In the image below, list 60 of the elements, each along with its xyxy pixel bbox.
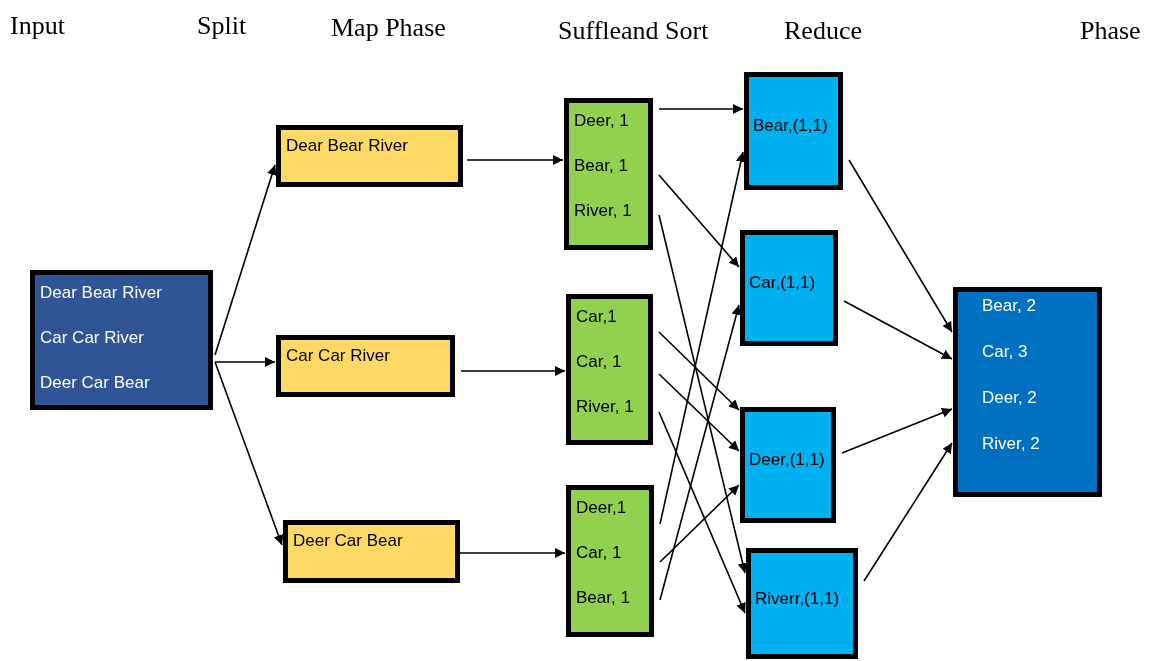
phase-heading: Split: [197, 10, 247, 42]
arrow: [214, 164, 277, 356]
box-text: Deer,(1,1): [749, 450, 826, 470]
arrow: [466, 155, 564, 165]
arrow: [659, 151, 746, 525]
box-text: Bear, 1: [574, 156, 629, 176]
arrow: [658, 174, 740, 268]
process-box: [744, 72, 843, 190]
arrow: [658, 214, 748, 574]
phase-heading: Map Phase: [331, 12, 446, 44]
box-text: Bear, 1: [576, 588, 631, 608]
arrow: [659, 484, 740, 563]
process-box: [740, 407, 836, 523]
box-text: Riverr,(1,1): [755, 588, 841, 609]
box-text: Car, 1: [576, 352, 623, 372]
arrow: [659, 304, 742, 601]
process-box: [564, 98, 653, 250]
phase-heading: Input: [10, 10, 65, 42]
arrow: [214, 357, 276, 367]
arrow: [843, 300, 953, 360]
arrow: [658, 331, 740, 411]
arrow: [863, 442, 953, 582]
arrow: [658, 411, 746, 614]
box-text: Car,(1,1): [749, 273, 817, 293]
box-text: River, 1: [576, 397, 635, 417]
box-text: Car, 1: [576, 543, 623, 563]
process-box: [283, 520, 460, 583]
box-text: Deer, 1: [574, 111, 630, 131]
arrow: [459, 548, 566, 558]
box-text: Car Car River: [40, 328, 145, 348]
arrow: [658, 104, 744, 114]
process-box: [276, 125, 463, 187]
process-box: [566, 485, 654, 637]
box-text: Dear Bear River: [40, 283, 163, 303]
box-text: Bear, 2: [982, 296, 1037, 316]
box-text: Dear Bear River: [286, 136, 409, 156]
box-text: Car, 3: [982, 342, 1029, 362]
process-box: [566, 294, 653, 445]
process-box: [740, 230, 838, 346]
process-box: [953, 287, 1102, 497]
box-text: Deer Car Bear: [40, 373, 151, 393]
arrow: [841, 408, 953, 454]
arrow: [848, 159, 953, 333]
arrow: [658, 373, 740, 452]
phase-heading: Reduce: [784, 15, 862, 47]
box-text: Deer Car Bear: [293, 531, 404, 551]
process-box: [746, 548, 858, 659]
box-text: Deer,1: [576, 498, 628, 518]
process-box: [276, 335, 455, 397]
box-text: River, 1: [574, 201, 633, 221]
box-text: Bear,(1,1): [753, 116, 829, 136]
box-text: Car Car River: [286, 346, 391, 366]
phase-heading: Suffleand Sort: [558, 15, 709, 47]
arrow: [214, 361, 284, 546]
box-text: River, 2: [982, 434, 1041, 454]
arrow: [460, 366, 566, 376]
process-box: [30, 270, 213, 410]
box-text: Car,1: [576, 307, 618, 327]
phase-heading: Phase: [1080, 15, 1141, 47]
box-text: Deer, 2: [982, 388, 1038, 408]
